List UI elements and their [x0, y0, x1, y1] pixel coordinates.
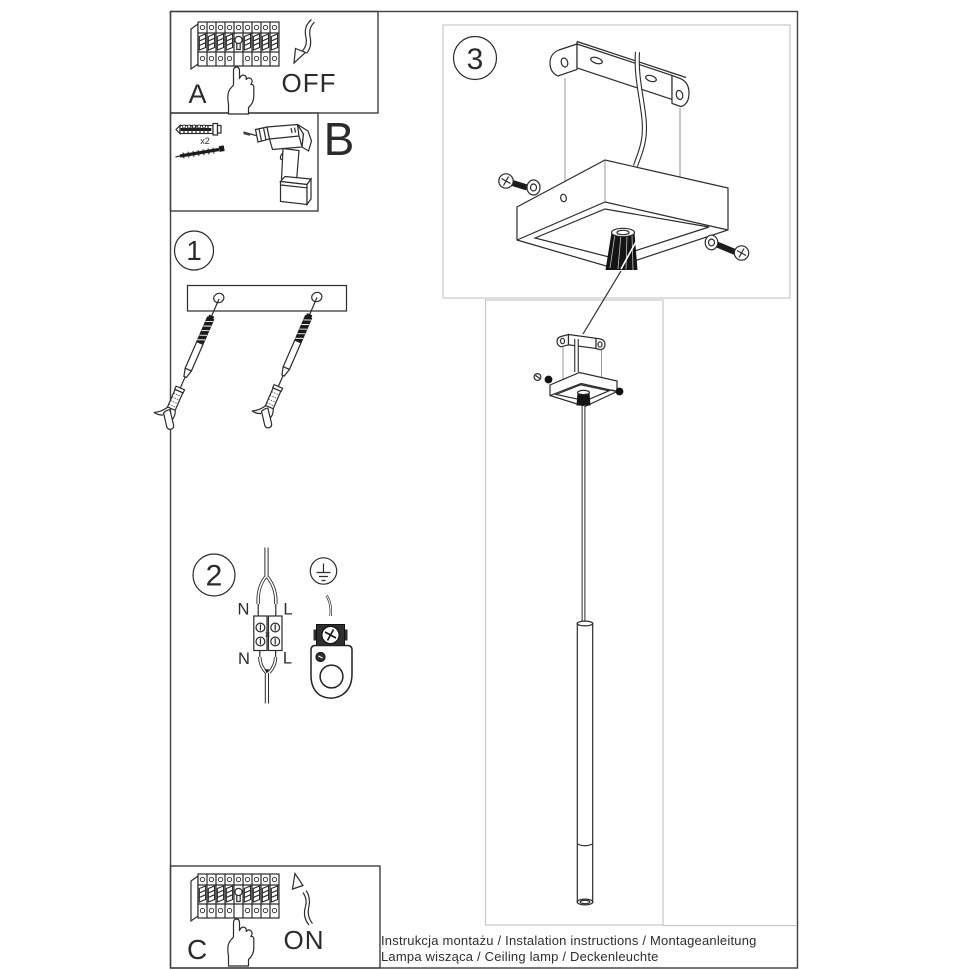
footer-line-2: Lampa wisząca / Ceiling lamp / Deckenleu… — [381, 949, 659, 964]
screw-hole — [560, 193, 567, 203]
ground-clamp-illustration — [310, 594, 353, 699]
lamp-view-box — [484, 299, 664, 926]
lamp-view — [533, 333, 624, 906]
step-1-number: 1 — [186, 235, 202, 266]
step-1: 1 — [149, 230, 348, 432]
canopy-illustration — [498, 159, 750, 271]
footer-line-1: Instrukcja montażu / Instalation instruc… — [381, 933, 757, 948]
step-3-number: 3 — [467, 43, 484, 76]
screw-washer-right-icon — [704, 234, 750, 261]
screw-washer-left-icon — [498, 173, 541, 196]
side-screw-icon — [544, 375, 553, 384]
panel-b: x2 B — [175, 113, 355, 207]
step-2-circle — [192, 553, 236, 597]
arrow-up-icon — [291, 871, 313, 926]
step-2: 2 N L N L — [192, 547, 353, 704]
quantity-label: x2 — [200, 136, 210, 146]
off-label: OFF — [282, 68, 337, 98]
on-label: ON — [284, 925, 325, 955]
cord-grip-icon — [576, 392, 591, 406]
cord-grip-icon — [605, 227, 638, 271]
step-3-circle — [452, 35, 498, 81]
lamp-bracket-illustration — [556, 333, 606, 386]
label-n-top: N — [238, 601, 250, 619]
panel-c-box — [169, 865, 381, 969]
step-3: 3 — [452, 35, 750, 271]
drill-icon — [243, 123, 313, 207]
step-a-letter: A — [189, 79, 207, 109]
label-n-bottom: N — [238, 650, 250, 668]
screw-anchor-icon — [247, 291, 327, 430]
step-c-letter: C — [187, 934, 207, 965]
earth-symbol-icon — [309, 557, 338, 585]
wall-plug-icon — [175, 122, 222, 136]
mounting-bar — [186, 284, 348, 312]
arrow-down-icon — [293, 19, 315, 65]
screw-anchor-icon — [149, 292, 229, 432]
label-l-bottom: L — [283, 650, 292, 668]
step-1-circle — [173, 230, 215, 271]
side-screw-icon — [615, 387, 624, 396]
step-b-letter: B — [324, 113, 355, 165]
ceiling-bracket-illustration — [549, 40, 690, 224]
lamp-wires — [258, 650, 278, 704]
leader-line — [582, 270, 622, 335]
panel-a: OFF A — [189, 19, 337, 115]
mains-wires — [256, 547, 278, 616]
step-2-number: 2 — [206, 560, 223, 593]
label-l-top: L — [283, 601, 292, 619]
step3-box — [442, 24, 791, 299]
terminal-block-illustration — [253, 615, 283, 652]
screw-icon — [175, 145, 225, 159]
footer: Instrukcja montażu / Instalation instruc… — [381, 933, 757, 964]
pendant-tube-illustration — [576, 620, 594, 906]
mounting-hole-right — [311, 291, 323, 303]
mounting-hole-left — [213, 292, 225, 304]
panel-c: ON C — [187, 871, 325, 967]
sheet-outer-border — [169, 10, 799, 969]
lamp-canopy-illustration — [533, 371, 624, 408]
